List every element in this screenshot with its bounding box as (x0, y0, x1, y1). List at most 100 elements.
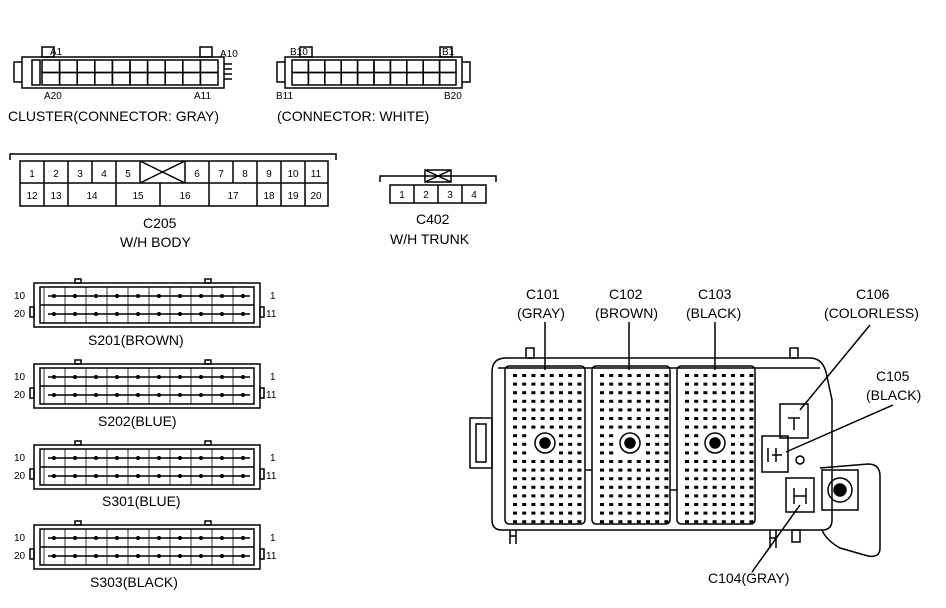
terminal-dot (531, 503, 536, 506)
terminal-dot (655, 425, 660, 429)
terminal-dot (749, 408, 754, 412)
terminal-dot (618, 399, 623, 403)
terminal-dot (731, 468, 735, 472)
terminal-dot (609, 399, 614, 403)
c105-name: C105 (876, 368, 910, 384)
terminal-dot (740, 442, 745, 446)
splice-body (33, 363, 261, 409)
splice-pin-label: 20 (14, 471, 26, 482)
terminal-dot (685, 460, 689, 463)
cluster-gray-terminals (224, 63, 232, 80)
cluster-gray-latch (199, 46, 213, 58)
terminal-dot (646, 434, 650, 438)
terminal-dot (577, 434, 582, 438)
terminal-dot (655, 442, 660, 446)
cluster-gray-pin-cell (41, 71, 61, 86)
terminal-dot (522, 477, 527, 481)
terminal-dot (646, 468, 650, 472)
terminal-dot (522, 442, 527, 446)
terminal-dot (531, 382, 536, 386)
terminal-dot (513, 451, 517, 455)
terminal-dot (600, 511, 604, 515)
c105-pins (767, 448, 782, 462)
terminal-dot (577, 520, 582, 524)
terminal-dot (577, 425, 582, 429)
terminal-dot (712, 391, 717, 395)
terminal-dot (522, 425, 527, 429)
terminal-dot (664, 468, 669, 472)
terminal-dot (694, 468, 699, 472)
terminal-dot (559, 442, 563, 446)
cluster-gray-pin-grid (41, 59, 219, 86)
terminal-dot (568, 391, 573, 395)
terminal-dot (646, 485, 650, 489)
terminal-dot (577, 460, 582, 463)
terminal-dot (559, 511, 563, 515)
c402-dividers (413, 185, 463, 203)
terminal-dot (618, 520, 623, 524)
terminal-dot (618, 460, 623, 463)
cluster-gray-pin-cell (146, 59, 166, 74)
terminal-dot (568, 511, 573, 515)
cluster-gray-connector: A1 A10 A20 A11 CLUSTER(CONNECTOR: GRAY) (8, 46, 238, 124)
terminal-dot (513, 477, 517, 481)
cluster-gray-pin-cell (76, 71, 96, 86)
terminal-dot (549, 494, 554, 498)
splice-body (33, 524, 261, 570)
terminal-dot (712, 382, 717, 386)
terminal-dot (664, 434, 669, 438)
cluster-white-pin-cell (291, 71, 310, 86)
fuse-block-stud (827, 477, 853, 503)
terminal-dot (618, 477, 623, 481)
terminal-dot (749, 477, 754, 481)
terminal-dot (627, 408, 632, 412)
fuse-block-peg (509, 530, 517, 544)
terminal-dot (740, 417, 745, 420)
terminal-dot (749, 382, 754, 386)
cluster-gray-caption: CLUSTER(CONNECTOR: GRAY) (8, 108, 219, 124)
terminal-dot (749, 417, 754, 420)
terminal-dot (694, 417, 699, 420)
terminal-dot (655, 408, 660, 412)
terminal-dot (636, 382, 641, 386)
splice-nub (204, 520, 212, 526)
terminal-dot (703, 460, 708, 463)
splice-nub (204, 278, 212, 284)
terminal-dot (636, 391, 641, 395)
terminal-dot (740, 391, 745, 395)
terminal-dot (531, 485, 536, 489)
c103-bolt (704, 432, 726, 454)
terminal-dot (531, 399, 536, 403)
splice-nub (74, 278, 82, 284)
terminal-dot (703, 391, 708, 395)
terminal-dot (568, 442, 573, 446)
terminal-dot (664, 442, 669, 446)
splice-label: S201(BROWN) (88, 332, 184, 348)
terminal-dot (540, 425, 545, 429)
terminal-dot (577, 503, 582, 506)
terminal-dot (609, 417, 614, 420)
terminal-dot (721, 468, 726, 472)
c402-pin-label: 3 (447, 190, 453, 201)
terminal-dot (600, 503, 604, 506)
terminal-dot (646, 511, 650, 515)
terminal-dot (664, 399, 669, 403)
terminal-dot (627, 382, 632, 386)
terminal-dot (685, 442, 689, 446)
terminal-dot (559, 408, 563, 412)
terminal-dot (740, 503, 745, 506)
c101-bolt (534, 432, 556, 454)
terminal-dot (559, 399, 563, 403)
splice-pin-label: 1 (270, 291, 276, 302)
c205-pin-label: 7 (218, 169, 224, 180)
terminal-dot (577, 399, 582, 403)
terminal-dot (655, 485, 660, 489)
c205-top-dividers (43, 161, 306, 183)
cluster-gray-pin-cell (164, 59, 184, 74)
c106-receptacle (779, 403, 809, 439)
terminal-dot (577, 417, 582, 420)
c103-bolt-center (709, 437, 721, 449)
terminal-dot (749, 442, 754, 446)
fuse-block-post (789, 347, 799, 359)
